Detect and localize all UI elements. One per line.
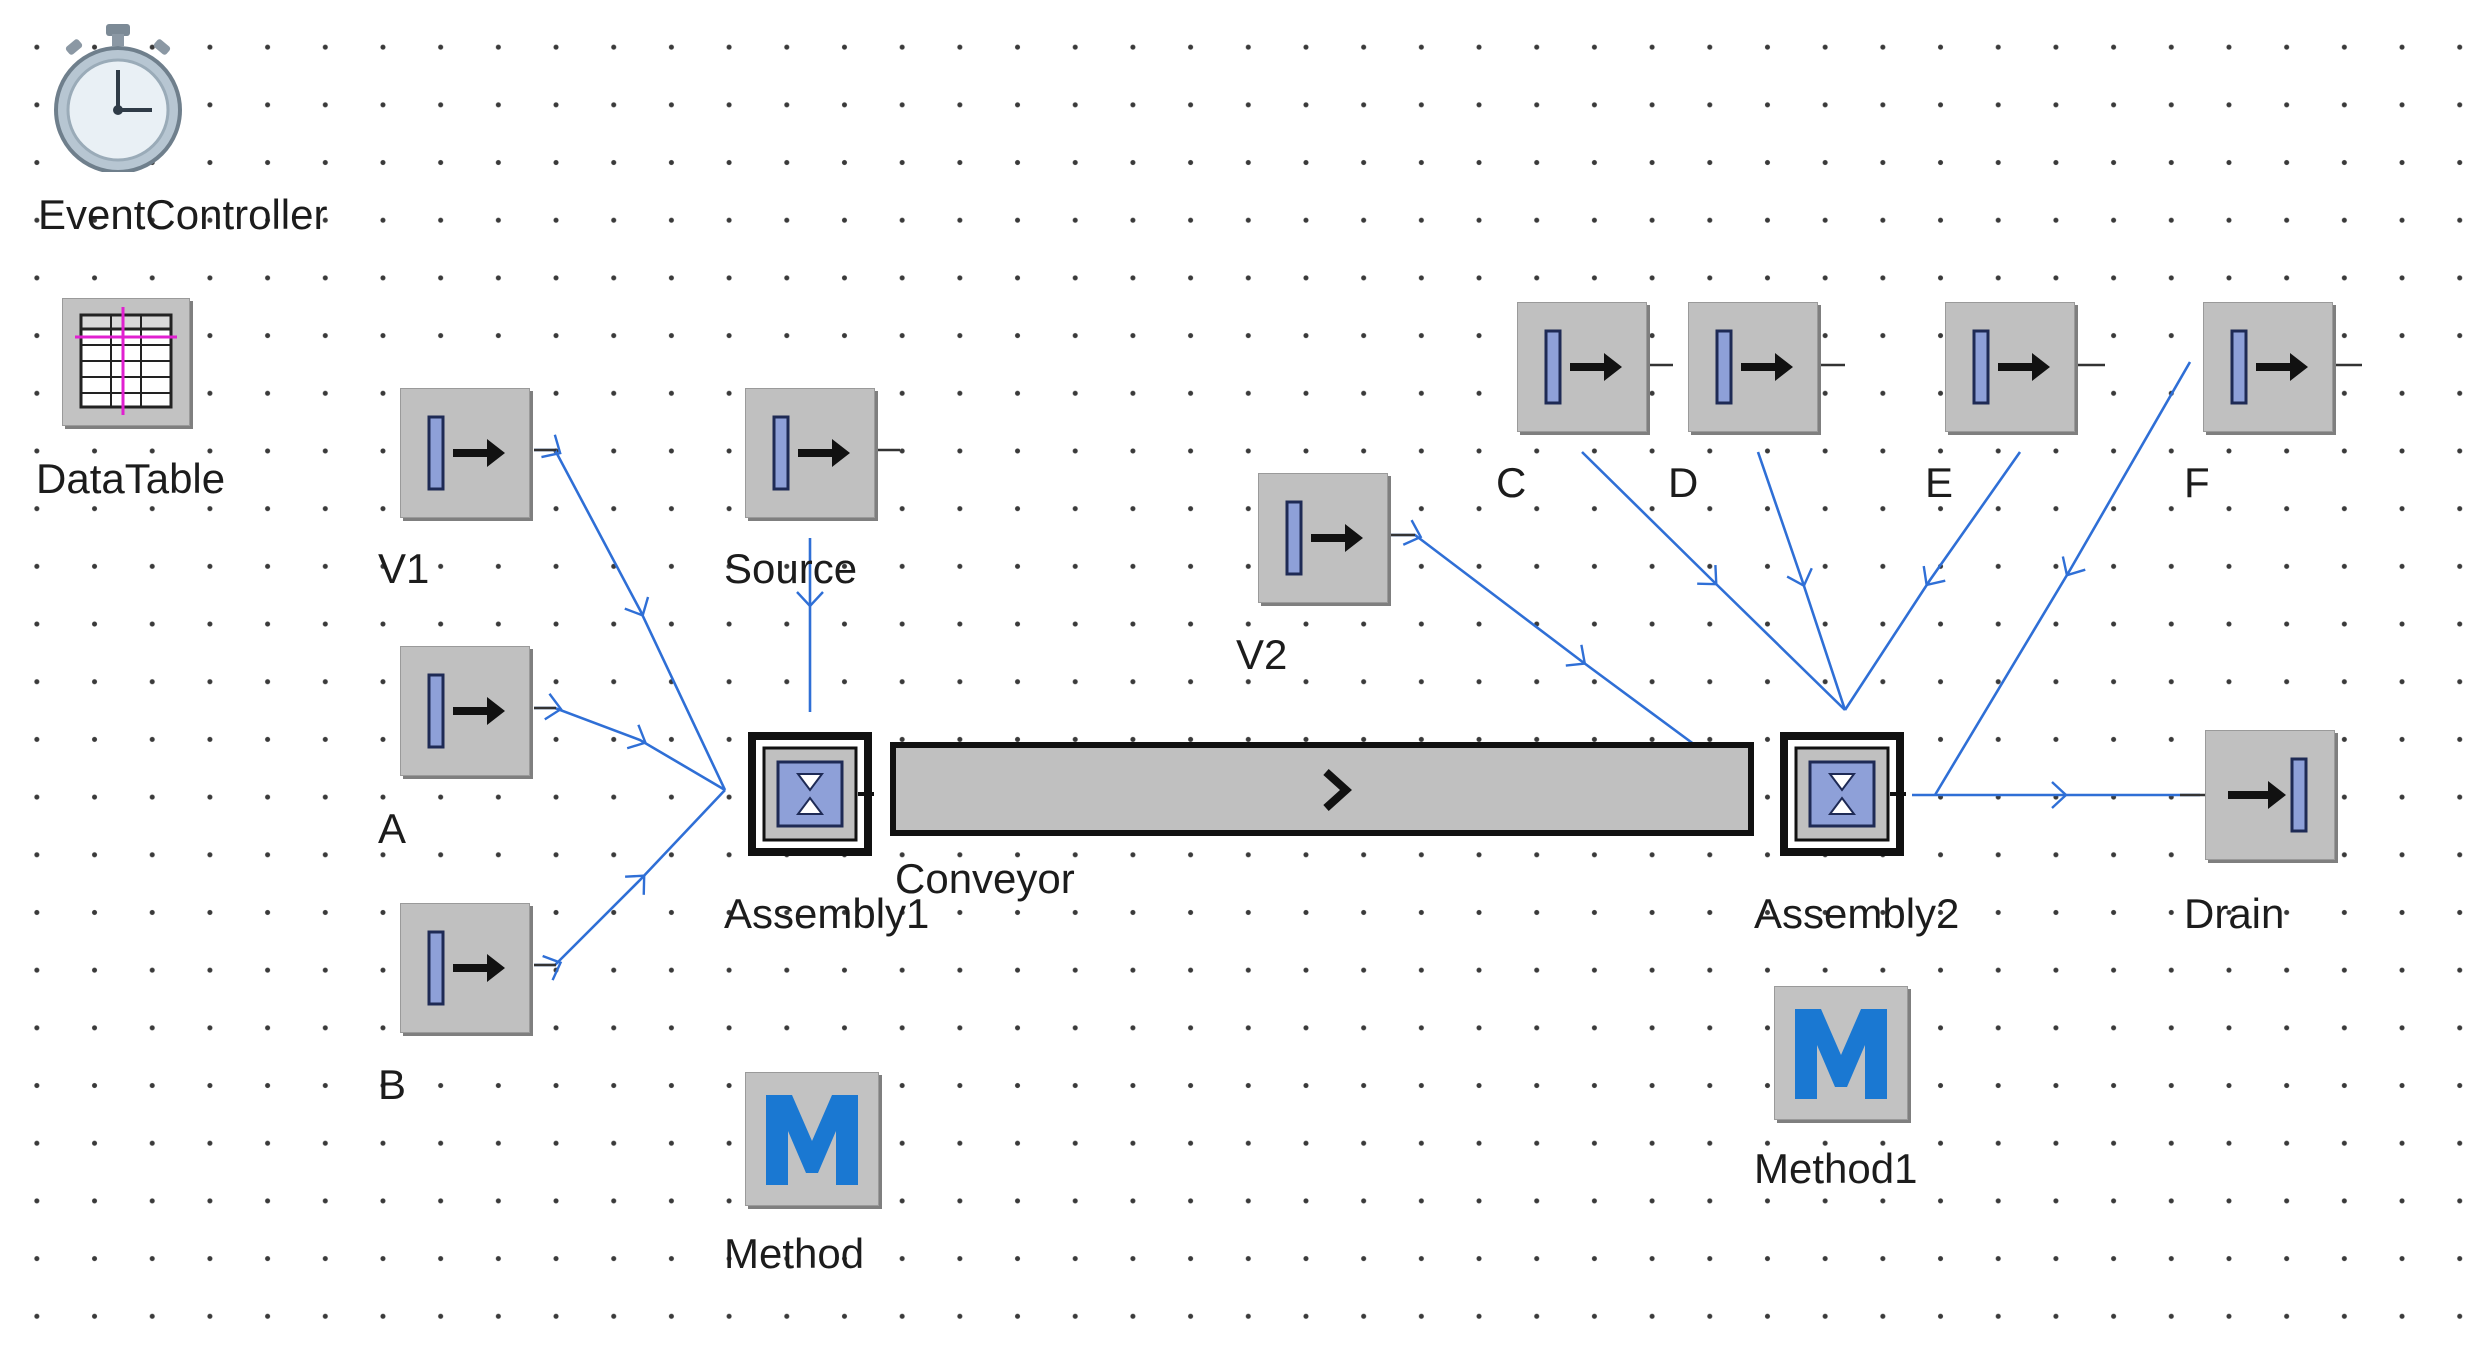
assembly2-label: Assembly2 xyxy=(1754,890,1960,937)
connector-b-assembly1 xyxy=(534,789,726,981)
method1-label: Method1 xyxy=(1754,1145,1918,1192)
source-v1[interactable] xyxy=(400,388,530,518)
assembly-station-icon xyxy=(746,730,874,858)
source-arrow-icon xyxy=(1689,303,1817,431)
source-b[interactable] xyxy=(400,903,530,1033)
stopwatch-icon xyxy=(48,22,188,172)
data-table[interactable] xyxy=(62,298,190,426)
source-arrow-icon xyxy=(1946,303,2074,431)
source-v1-label: V1 xyxy=(378,545,430,592)
source-d-label: D xyxy=(1668,459,1699,506)
conveyor[interactable] xyxy=(890,742,1754,836)
source-v2[interactable] xyxy=(1258,473,1388,603)
method-m-icon xyxy=(1775,987,1907,1119)
source-c-label: C xyxy=(1496,459,1527,506)
source-arrow-icon xyxy=(401,389,529,517)
source-c[interactable] xyxy=(1517,302,1647,432)
source-a[interactable] xyxy=(400,646,530,776)
source-f-label: F xyxy=(2184,459,2210,506)
assembly-station-icon xyxy=(1778,730,1906,858)
method1[interactable] xyxy=(1774,986,1908,1120)
event-controller[interactable] xyxy=(48,22,188,172)
connector-a-assembly1 xyxy=(534,693,726,792)
drain-arrow-icon xyxy=(2206,731,2334,859)
source-d[interactable] xyxy=(1688,302,1818,432)
source-e-label: E xyxy=(1925,459,1954,506)
source-arrow-icon xyxy=(1518,303,1646,431)
source-main[interactable] xyxy=(745,388,875,518)
source-e[interactable] xyxy=(1945,302,2075,432)
source-f[interactable] xyxy=(2203,302,2333,432)
connector-c-assembly2 xyxy=(1581,451,1846,711)
connector-d-assembly2 xyxy=(1756,451,1847,711)
conveyor-label: Conveyor xyxy=(895,855,1075,902)
source-a-label: A xyxy=(378,805,407,852)
assembly2-station[interactable] xyxy=(1778,730,1906,858)
source-arrow-icon xyxy=(401,647,529,775)
source-arrow-icon xyxy=(401,904,529,1032)
data-table-label: DataTable xyxy=(36,455,226,502)
source-v2-label: V2 xyxy=(1236,631,1288,678)
source-b-label: B xyxy=(378,1061,407,1108)
method[interactable] xyxy=(745,1072,879,1206)
drain-label: Drain xyxy=(2184,890,2285,937)
assembly1-label: Assembly1 xyxy=(724,890,930,937)
event-controller-label: EventController xyxy=(38,191,328,238)
source-arrow-icon xyxy=(2204,303,2332,431)
assembly1-station[interactable] xyxy=(746,730,874,858)
source-main-label: Source xyxy=(724,545,858,592)
data-table-icon xyxy=(63,299,189,425)
method-m-icon xyxy=(746,1073,878,1205)
source-arrow-icon xyxy=(1259,474,1387,602)
source-arrow-icon xyxy=(746,389,874,517)
method-label: Method xyxy=(724,1230,865,1277)
connector-v2-conveyor xyxy=(1390,519,1696,747)
chevron-right-icon xyxy=(1306,760,1366,820)
drain[interactable] xyxy=(2205,730,2335,860)
connector-v1-assembly1 xyxy=(534,434,727,791)
